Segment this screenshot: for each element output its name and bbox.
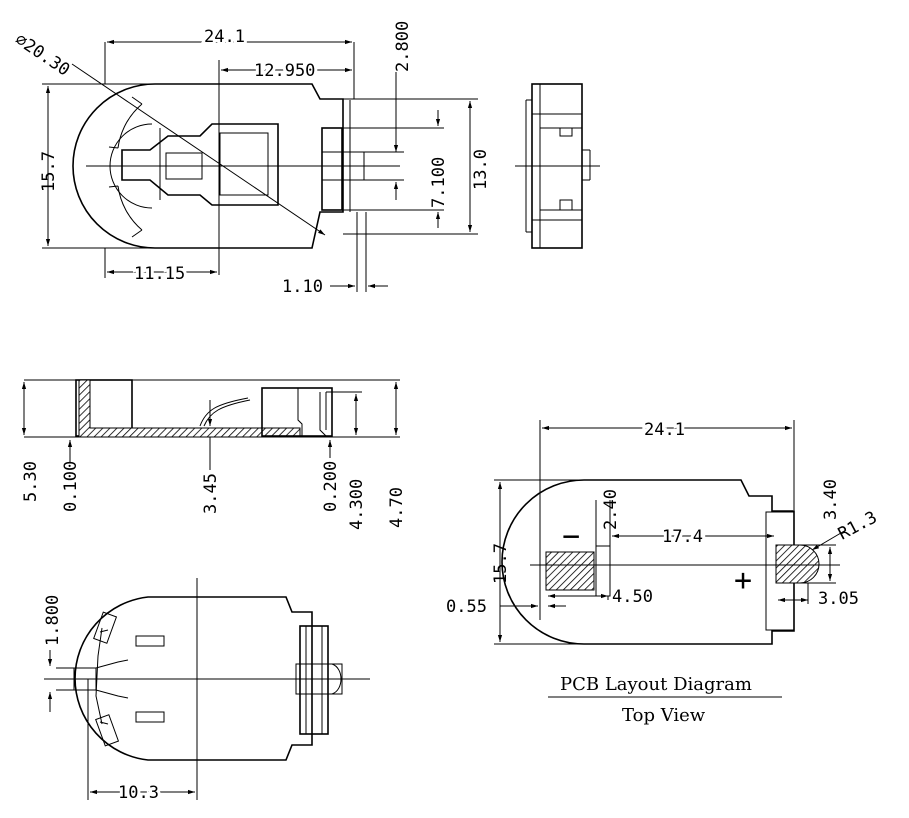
top-view-spring	[121, 123, 279, 206]
top-view-inner-label: 7.100	[429, 157, 449, 208]
pcb-width-label: 24.1	[644, 420, 685, 440]
top-view-terminal	[321, 127, 343, 211]
pcb-subcaption: Top View	[622, 705, 706, 726]
top-view-body-label: 13.0	[471, 149, 491, 190]
pcb-right-width-label: 3.05	[818, 589, 859, 609]
pcb-outline	[501, 479, 795, 645]
side-view-spring-label: 3.45	[201, 473, 221, 514]
pcb-plus-sign: +	[734, 563, 752, 598]
top-view-tab-label: 2.800	[393, 21, 413, 72]
pcb-offset-label: 0.55	[446, 597, 487, 617]
pcb-height-label: 15.7	[491, 543, 511, 584]
side-view-clip-label: 0.200	[321, 461, 341, 512]
pcb-minus-sign: −	[562, 519, 580, 554]
bottom-view-center-label: 10.3	[118, 783, 159, 803]
top-view-offset-label: 12.950	[254, 61, 315, 81]
top-view-lead-label: 1.10	[282, 277, 323, 297]
pcb-right-height-label: 3.40	[821, 479, 841, 520]
side-view: 5.30 0.100 3.45 0.200 4.300 4.70	[21, 379, 407, 530]
side-view-total-label: 5.30	[21, 461, 41, 502]
pcb-span-label: 17.4	[662, 527, 703, 547]
pcb-pad-left	[545, 551, 595, 591]
top-view-spring-window	[219, 132, 269, 196]
top-view-center-label: 11.15	[134, 264, 185, 284]
bottom-view: 1.800 10.3	[43, 578, 370, 806]
top-view-width-label: 24.1	[204, 27, 245, 47]
top-view-diameter-label: ⌀20.30	[11, 30, 73, 81]
side-view-hatch-left	[78, 379, 301, 438]
top-view: ⌀20.30 24.1 12.950 2.800 15.7 7.100 13.0	[11, 21, 491, 297]
bottom-view-tab-label: 1.800	[43, 595, 63, 646]
pcb-caption: PCB Layout Diagram	[560, 674, 752, 695]
top-view-height-label: 15.7	[39, 151, 59, 192]
pcb-radius-label: R1.3	[835, 508, 881, 545]
side-view-right-label: 4.70	[387, 487, 407, 528]
pcb-pad-width-label: 4.50	[612, 587, 653, 607]
pcb-layout: − + 24.1 15.7 2.40 17.4 4.50 0.55 3.40	[446, 417, 881, 726]
top-view-rim	[108, 96, 143, 238]
pcb-gap-label: 2.40	[601, 489, 621, 530]
end-view	[515, 83, 600, 249]
side-view-base-label: 0.100	[61, 461, 81, 512]
side-view-mid-label: 4.300	[347, 479, 367, 530]
pcb-pad-right	[775, 544, 820, 584]
